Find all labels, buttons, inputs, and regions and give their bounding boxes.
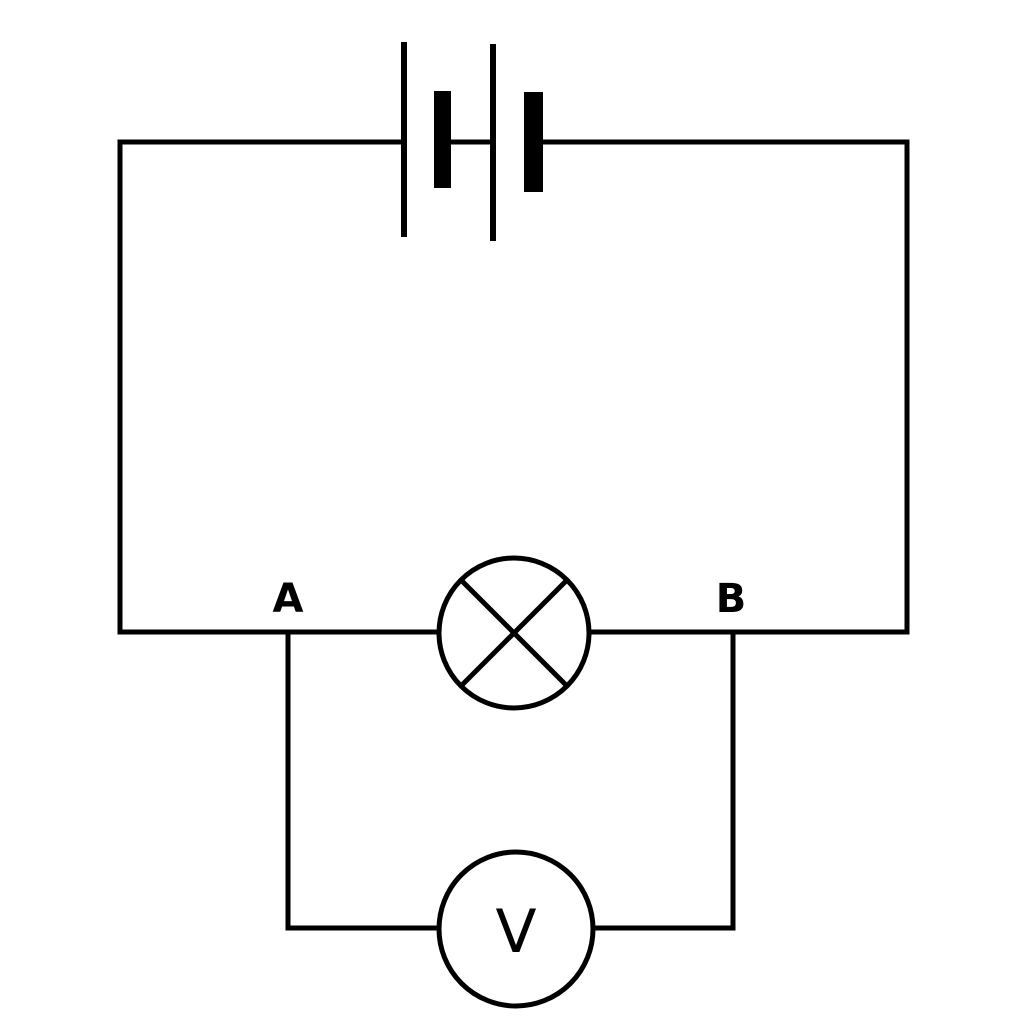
- voltmeter-icon: V: [436, 849, 596, 1009]
- battery-icon: [401, 42, 543, 241]
- lamp-circle: [436, 555, 592, 711]
- lamp-cross-2: [459, 578, 569, 688]
- wire-top-left: [117, 139, 405, 633]
- lamp-icon: [436, 555, 592, 711]
- battery-cell-1-short-plate: [434, 91, 451, 188]
- wire-top-right: [537, 139, 910, 635]
- voltmeter-circle: [436, 849, 596, 1009]
- wire-voltmeter-left: [285, 629, 441, 931]
- battery-cell-2-short-plate: [524, 92, 543, 192]
- node-a-label: A: [273, 576, 304, 622]
- voltmeter-label: V: [495, 897, 536, 967]
- wire-voltmeter-right: [591, 629, 736, 931]
- node-b-label: B: [716, 576, 747, 622]
